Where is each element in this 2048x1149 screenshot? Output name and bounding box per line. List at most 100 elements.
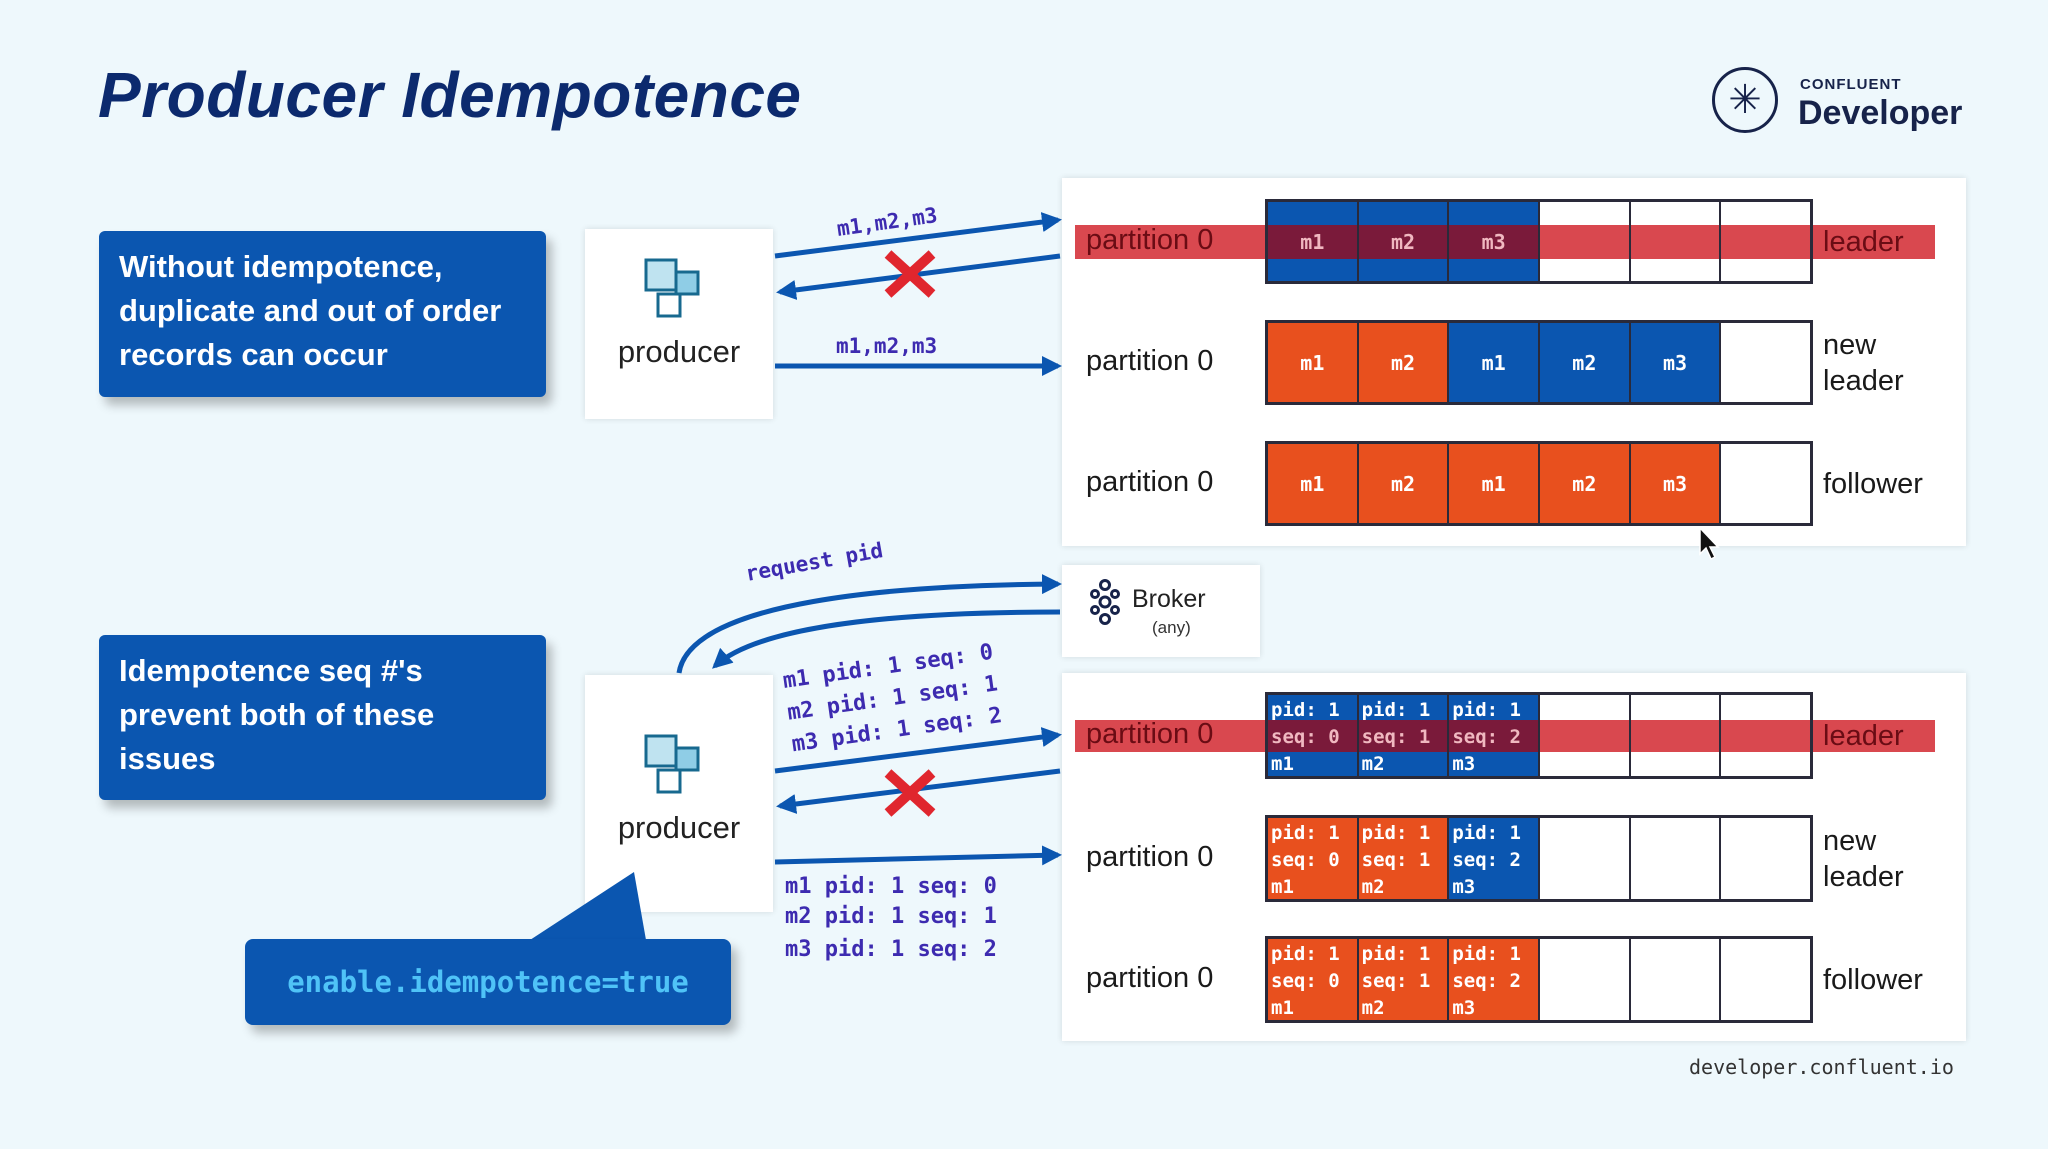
- log-cell-line: pid: 1: [1452, 822, 1521, 844]
- log-cell: m2: [1358, 323, 1450, 402]
- retry-label-top: m1,m2,m3: [836, 334, 937, 358]
- log-cell: m2: [1358, 202, 1450, 281]
- log-cell-line: pid: 1: [1452, 943, 1521, 965]
- log-cell-line: seq: 0: [1271, 726, 1340, 748]
- log-cell: [1630, 939, 1722, 1020]
- arrow-retry-bottom: [774, 845, 1062, 866]
- config-code: enable.idempotence=true: [245, 939, 731, 1025]
- log-cell: pid: 1 seq: 0 m1: [1268, 695, 1359, 776]
- partition-label: partition 0: [1086, 465, 1214, 498]
- retry-line: m3 pid: 1 seq: 2: [785, 937, 997, 962]
- brand-company: CONFLUENT: [1800, 76, 1902, 93]
- producer-icon: [644, 258, 700, 318]
- log-cell: [1540, 818, 1631, 899]
- log-cell-line: pid: 1: [1271, 699, 1340, 721]
- log-cell-line: m1: [1271, 997, 1294, 1019]
- arrow-request-pid: [676, 574, 1062, 674]
- log-cell-line: seq: 1: [1361, 970, 1431, 992]
- log-cell: [1630, 202, 1722, 281]
- log-cell: m2: [1358, 444, 1450, 523]
- partition-label: partition 0: [1086, 717, 1214, 750]
- log-cell: m3: [1449, 202, 1541, 281]
- log-cell-line: m1: [1271, 753, 1294, 775]
- log-cell-line: m2: [1361, 997, 1385, 1019]
- replica-role: new leader: [1823, 328, 1904, 397]
- arrow-send-bottom: [774, 727, 1062, 774]
- log-cell: [1540, 695, 1631, 776]
- producer-top: producer: [585, 229, 773, 419]
- callout-with-idempotence: Idempotence seq #'s prevent both of thes…: [99, 635, 546, 800]
- log-cell: m1: [1268, 444, 1359, 523]
- log-cell: m2: [1540, 323, 1631, 402]
- arrow-send-top: [774, 212, 1062, 259]
- footer-url: developer.confluent.io: [1689, 1055, 1954, 1079]
- producer-label: producer: [617, 810, 741, 845]
- retry-line: m1 pid: 1 seq: 0: [785, 874, 997, 899]
- speech-pointer: [530, 872, 646, 940]
- log-cell-line: seq: 2: [1452, 726, 1521, 748]
- log-cell: [1721, 444, 1811, 523]
- log-cell: [1721, 202, 1811, 281]
- log-cell: m1: [1449, 323, 1541, 402]
- producer-icon: [644, 734, 700, 794]
- callout-without-idempotence: Without idempotence, duplicate and out o…: [99, 231, 546, 397]
- broker-box: Broker (any): [1062, 565, 1260, 657]
- log-cell-line: pid: 1: [1452, 699, 1521, 721]
- replica-role: follower: [1823, 963, 1923, 996]
- retry-line: m2 pid: 1 seq: 1: [785, 904, 997, 929]
- broker-label: Broker: [1132, 585, 1206, 613]
- log-cell-line: m2: [1361, 753, 1385, 775]
- log-cell: [1540, 939, 1631, 1020]
- log-cell-line: seq: 0: [1271, 849, 1340, 871]
- confluent-starburst-icon: ✳: [1712, 67, 1778, 133]
- replica-role: leader: [1823, 225, 1904, 258]
- log-cell-line: seq: 2: [1452, 970, 1521, 992]
- log-cell: m3: [1630, 444, 1722, 523]
- log-cell: [1721, 818, 1811, 899]
- partition-label: partition 0: [1086, 344, 1214, 377]
- kafka-icon: [1090, 579, 1120, 625]
- failed-ack-x-icon: [884, 250, 936, 298]
- partition-label: partition 0: [1086, 223, 1214, 256]
- log-cell-line: seq: 0: [1271, 970, 1340, 992]
- brand-product: Developer: [1798, 94, 1963, 132]
- log-cell: [1721, 323, 1811, 402]
- producer-label: producer: [617, 334, 741, 369]
- log-cell: [1721, 939, 1811, 1020]
- failed-ack-x-icon: [884, 769, 936, 817]
- log-cell: pid: 1 seq: 2 m3: [1449, 695, 1541, 776]
- log-cell: m1: [1268, 323, 1359, 402]
- log-cell-line: m3: [1452, 876, 1476, 898]
- partition-label: partition 0: [1086, 961, 1214, 994]
- log-cell-line: pid: 1: [1361, 699, 1431, 721]
- log-cell: m2: [1540, 444, 1631, 523]
- log-cell: [1540, 202, 1631, 281]
- log-cell-line: pid: 1: [1271, 822, 1340, 844]
- log-cell: [1630, 695, 1722, 776]
- log-cell: [1721, 695, 1811, 776]
- log-cell: m1: [1449, 444, 1541, 523]
- log-cell-line: pid: 1: [1361, 943, 1431, 965]
- partition-label: partition 0: [1086, 840, 1214, 873]
- log-cell-line: m3: [1452, 997, 1476, 1019]
- page-title: Producer Idempotence: [98, 59, 802, 131]
- arrow-pid-response: [712, 609, 1061, 669]
- log-cell-line: m3: [1452, 753, 1476, 775]
- broker-sublabel: (any): [1152, 618, 1191, 637]
- log-cell-line: seq: 1: [1361, 849, 1431, 871]
- log-cell: [1630, 818, 1722, 899]
- request-pid-label: request pid: [744, 538, 885, 586]
- arrow-ack-lost-top: [776, 253, 1061, 300]
